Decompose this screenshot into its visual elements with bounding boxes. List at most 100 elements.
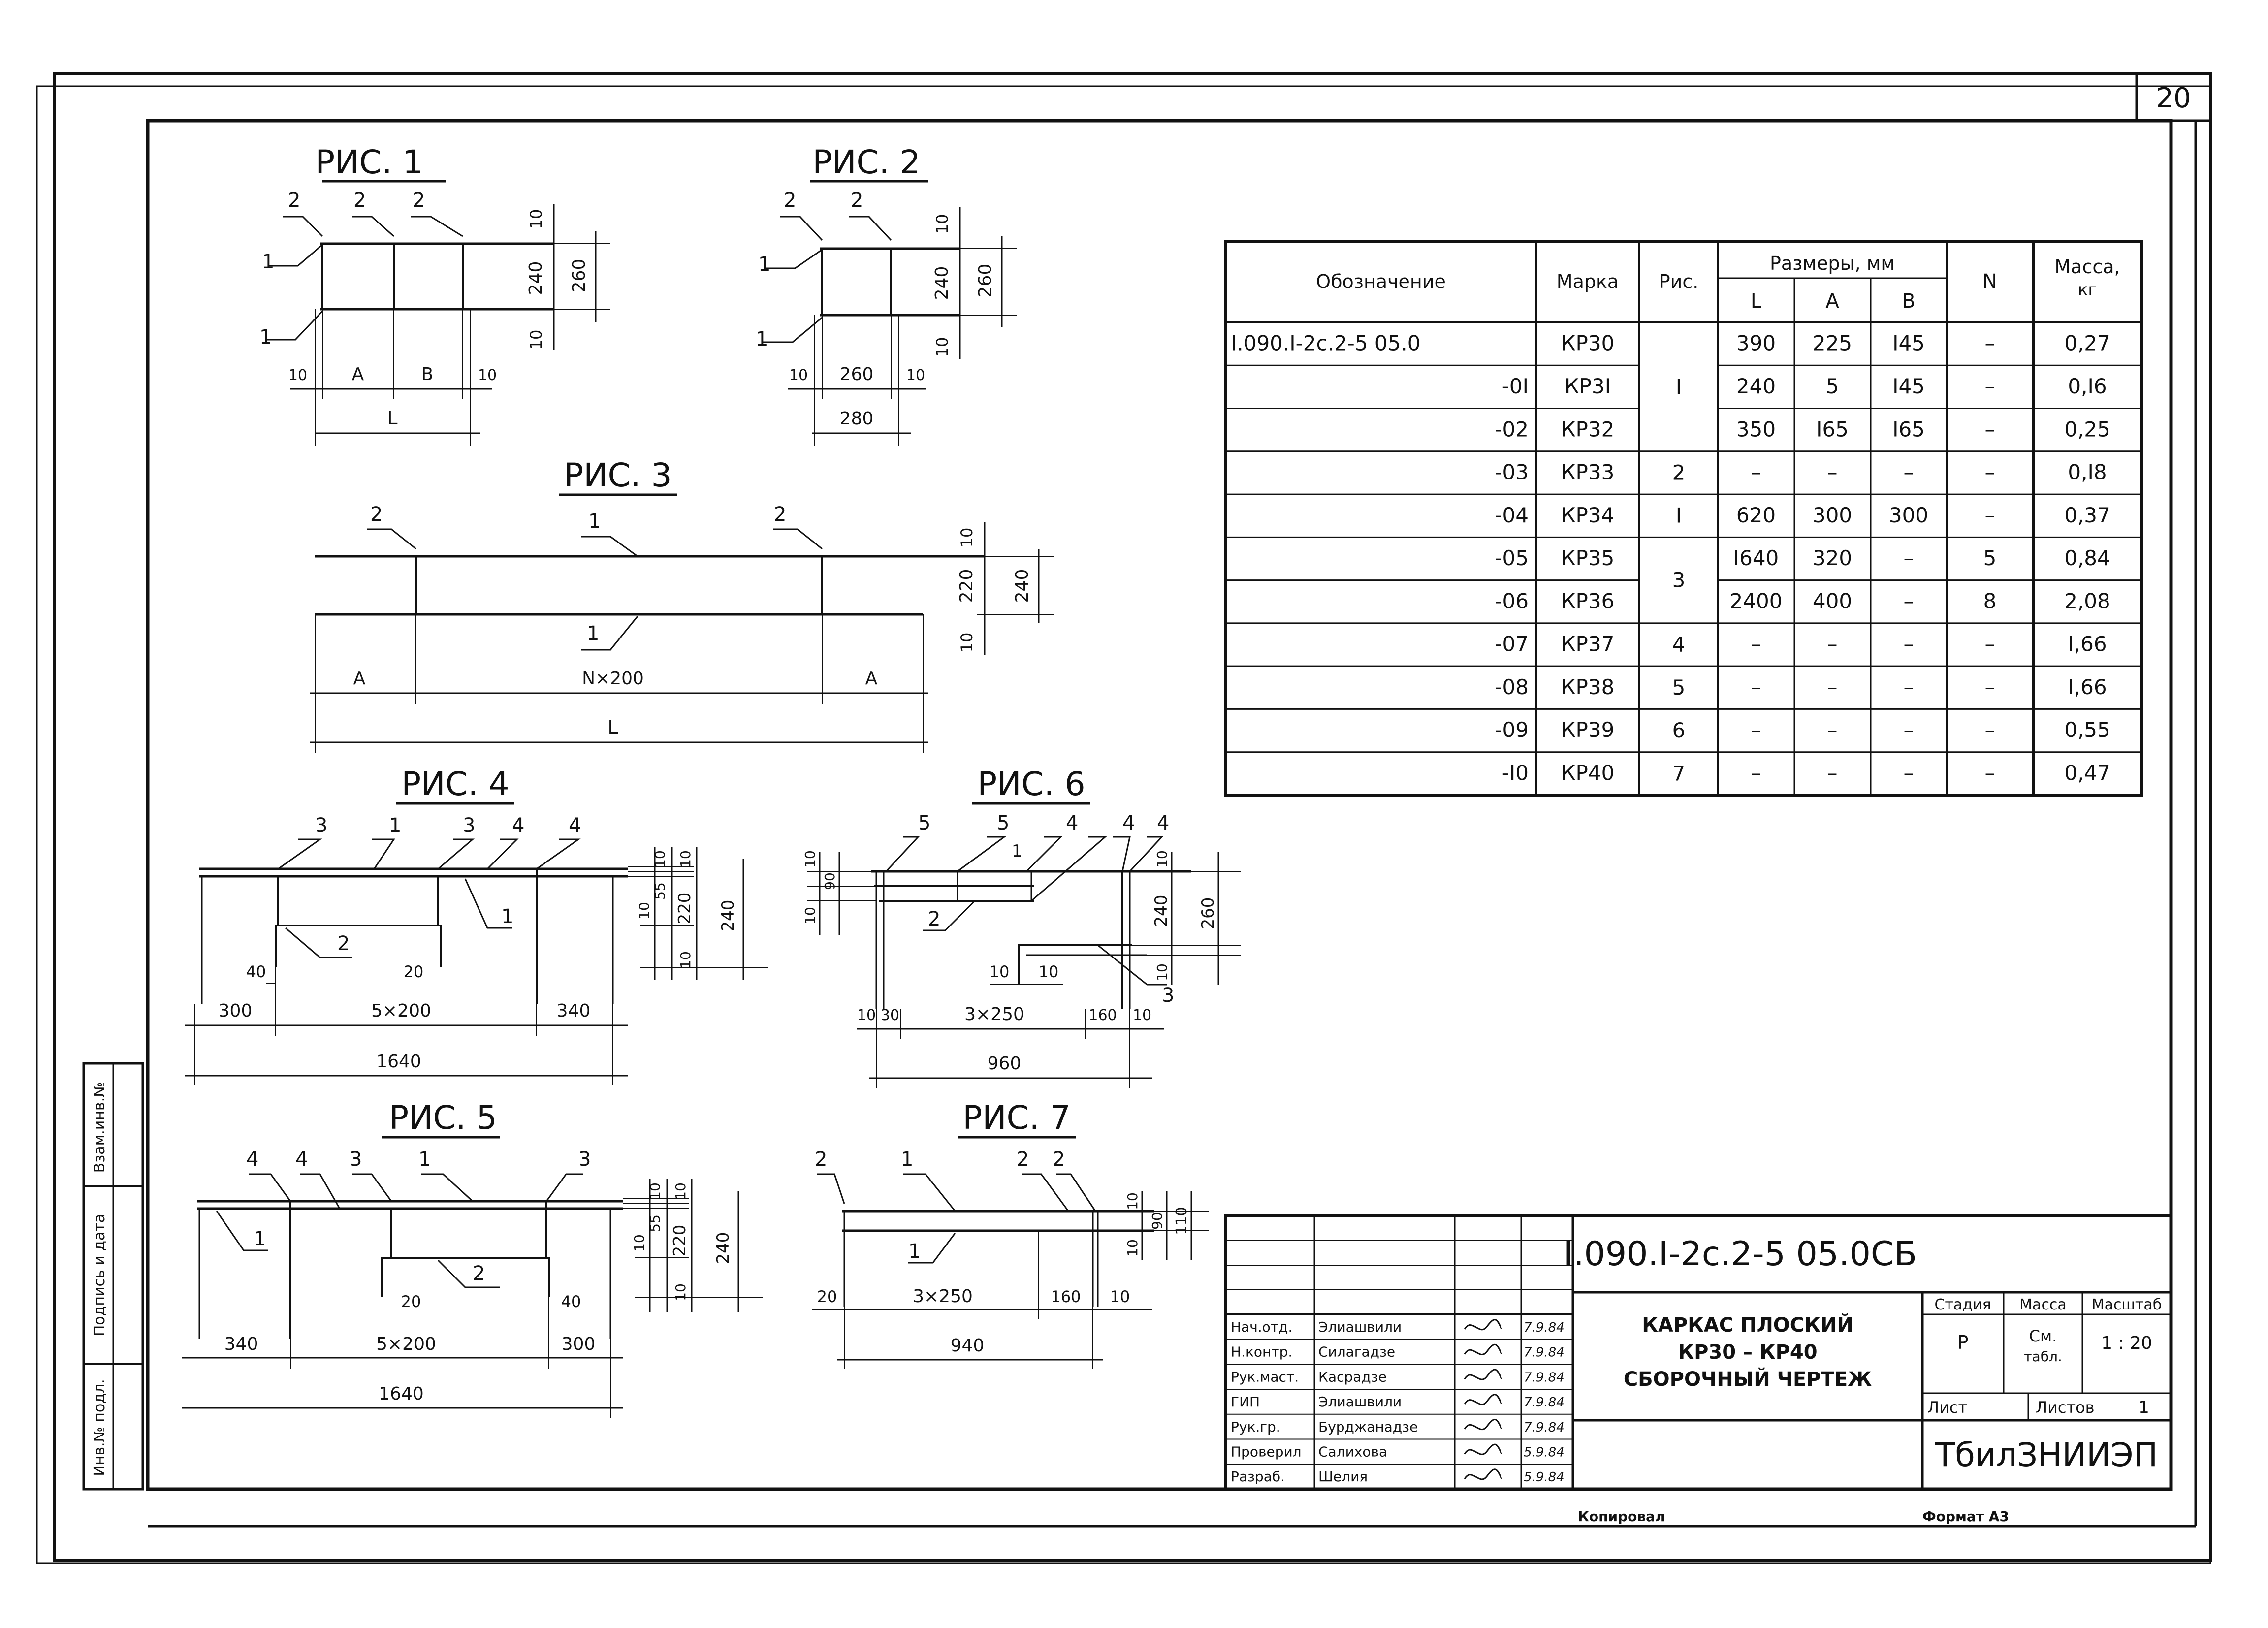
- handwritten-signature: [1464, 1468, 1502, 1480]
- fig7-pos-1b: 1: [908, 1240, 921, 1263]
- spec-table-row-lines: [1226, 364, 2141, 753]
- cell-designation: -06: [1495, 589, 1529, 613]
- header-a: A: [1825, 290, 1839, 313]
- cell-a: 320: [1813, 546, 1852, 570]
- cell-b: –: [1904, 761, 1914, 785]
- cell-l: I640: [1733, 546, 1779, 570]
- cell-n: –: [1985, 718, 1995, 742]
- fig1-dim-h: 240: [526, 261, 546, 295]
- header-l: L: [1751, 290, 1762, 313]
- cell-b: –: [1904, 632, 1914, 656]
- cell-fig: 4: [1672, 633, 1686, 657]
- fig1-dim-right: 10: [478, 367, 497, 384]
- signature-date: 7.9.84: [1524, 1345, 1565, 1360]
- copied-label: Копировал: [1578, 1508, 1665, 1525]
- signature-name: Элиашвили: [1318, 1319, 1402, 1335]
- fig7-dim-left: 20: [817, 1287, 837, 1306]
- cell-l: –: [1751, 718, 1761, 742]
- figure-6: РИС. 6 5 5 1 4 4 4 2 3 10 90: [802, 765, 1241, 1088]
- fig6-dim-10b: 10: [802, 907, 818, 925]
- cell-mark: КР37: [1561, 632, 1615, 656]
- fig6-dim-total-h: 260: [1198, 897, 1218, 929]
- fig1-dim-total-h: 260: [569, 259, 589, 293]
- fig4-pos-4a: 4: [512, 814, 524, 837]
- fig5-dim-20: 20: [401, 1292, 421, 1311]
- cell-designation: -09: [1495, 718, 1529, 742]
- stage-value: Р: [1957, 1332, 1969, 1353]
- fig5-dim-total-h: 240: [713, 1232, 733, 1264]
- document-name-3: СБОРОЧНЫЙ ЧЕРТЕЖ: [1624, 1367, 1872, 1391]
- fig6-pos-5a: 5: [918, 812, 930, 834]
- handwritten-signature: [1464, 1394, 1502, 1405]
- fig7-dim-160: 160: [1051, 1287, 1081, 1306]
- mass-value-2: табл.: [2024, 1348, 2062, 1365]
- cell-mark: КР32: [1561, 417, 1615, 441]
- fig6-pos-1: 1: [1012, 841, 1022, 861]
- fig2-dim-h: 240: [932, 266, 952, 300]
- fig2-pos-1b: 1: [756, 328, 768, 351]
- cell-a: –: [1827, 632, 1838, 656]
- signature-date: 7.9.84: [1524, 1370, 1565, 1385]
- fig2-dim-total-h: 260: [975, 264, 995, 298]
- fig7-dim-10a: 10: [1124, 1192, 1141, 1210]
- figure-2: РИС. 2 2 2 1 1 10 240 10 260 10 260 10 2…: [756, 143, 1017, 446]
- cell-designation: -0I: [1502, 374, 1529, 398]
- signature-name: Элиашвили: [1318, 1394, 1402, 1410]
- fig1-dim-left: 10: [288, 367, 307, 384]
- cell-mass: 0,I6: [2068, 374, 2107, 398]
- cell-designation: -03: [1495, 460, 1529, 484]
- cell-l: –: [1751, 675, 1761, 699]
- fig3-dim-a1: A: [353, 669, 366, 689]
- fig6-dim-10c: 10: [1154, 850, 1170, 868]
- figure-1-title: РИС. 1: [315, 143, 423, 181]
- document-code: I.090.I-2c.2-5 05.0СБ: [1564, 1235, 1917, 1274]
- fig4-pos-4b: 4: [569, 814, 581, 837]
- fig5-pos-2: 2: [473, 1262, 485, 1285]
- fig6-dim-10a: 10: [802, 850, 818, 868]
- fig5-dim-right: 300: [562, 1334, 596, 1354]
- cell-b: –: [1904, 675, 1914, 699]
- page-number-box: 20: [2135, 72, 2212, 122]
- fig6-dim-10d: 10: [1154, 963, 1170, 981]
- figure-3-title: РИС. 3: [564, 456, 671, 494]
- cell-l: 390: [1736, 331, 1776, 355]
- signature-name: Салихова: [1318, 1444, 1387, 1460]
- figure-4: РИС. 4 3 1 3 4 4 1 2 10 55 10: [185, 765, 768, 1085]
- handwritten-signature: [1464, 1319, 1502, 1331]
- fig3-pos-1a: 1: [588, 510, 601, 533]
- signature-name: Шелия: [1318, 1468, 1368, 1485]
- cell-mark: КР33: [1561, 460, 1615, 484]
- side-stamp: Взам.инв.№ Подпись и дата Инв.№ подл.: [82, 1062, 144, 1491]
- cell-b: –: [1904, 718, 1914, 742]
- fig2-pos-2b: 2: [851, 189, 863, 212]
- fig6-pos-3: 3: [1162, 984, 1174, 1007]
- document-name-1: КАРКАС ПЛОСКИЙ: [1642, 1313, 1853, 1337]
- cell-a: –: [1827, 761, 1838, 785]
- cell-designation: -05: [1495, 546, 1529, 570]
- cell-n: –: [1985, 417, 1995, 441]
- cell-designation: -08: [1495, 675, 1529, 699]
- fig6-pos-4a: 4: [1066, 812, 1078, 834]
- cell-n: –: [1985, 460, 1995, 484]
- fig2-dim-t1: 10: [933, 214, 952, 234]
- cell-fig: 2: [1672, 460, 1686, 484]
- cell-mass: I,66: [2068, 675, 2107, 699]
- fig5-pos-4b: 4: [295, 1148, 308, 1171]
- header-mass: Масса,: [2054, 256, 2120, 278]
- cell-l: 240: [1736, 374, 1776, 398]
- cell-l: –: [1751, 460, 1761, 484]
- cell-b: I45: [1892, 374, 1925, 398]
- fig4-pos-1b: 1: [501, 905, 513, 928]
- outer-frame-shadow: [36, 85, 2211, 1564]
- cell-b: I45: [1892, 331, 1925, 355]
- sheets-value: 1: [2139, 1398, 2149, 1417]
- fig4-dim-220: 220: [675, 893, 695, 925]
- cell-mark: КР35: [1561, 546, 1615, 570]
- side-stamp-cell-1: Взам.инв.№: [91, 1082, 108, 1173]
- fig6-pos-4c: 4: [1157, 812, 1169, 834]
- handwritten-signature: [1464, 1418, 1502, 1431]
- fig7-pos-1a: 1: [901, 1148, 913, 1171]
- header-b: B: [1902, 290, 1915, 313]
- fig5-pos-3b: 3: [578, 1148, 591, 1171]
